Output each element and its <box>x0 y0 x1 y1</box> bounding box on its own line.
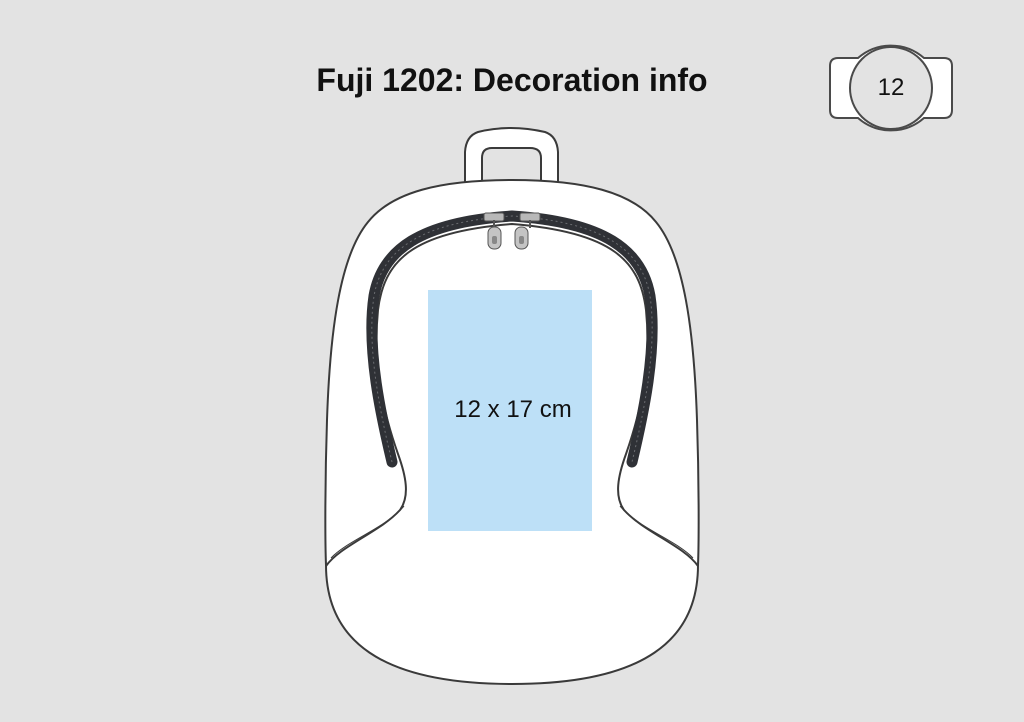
page-title-text: Fuji 1202: Decoration info <box>316 62 708 98</box>
decoration-method-number: 12 <box>877 74 905 101</box>
print-area-dimensions: 12 x 17 cm <box>454 396 572 423</box>
decoration-method-icon <box>829 44 953 132</box>
page-title: Fuji 1202: Decoration info <box>0 62 1024 99</box>
zipper-pull-icon <box>483 212 541 250</box>
decoration-method-badge: 12 <box>828 36 954 140</box>
print-area <box>428 290 592 531</box>
